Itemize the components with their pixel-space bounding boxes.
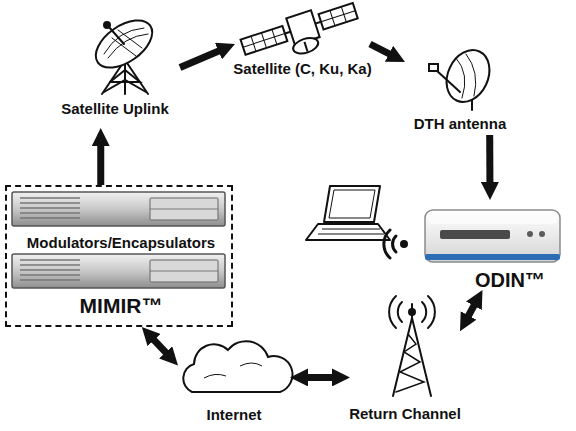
uplink-dish-drawing-part: [118, 30, 142, 48]
uplink-node: Satellite Uplink: [50, 18, 180, 128]
node-label: ODIN™: [475, 268, 545, 292]
satellite-drawing-part: [319, 3, 358, 29]
dth-antenna-node: DTH antenna: [405, 52, 515, 135]
flow-arrow: [97, 138, 104, 185]
odin-device-drawing-part: [428, 212, 557, 224]
cloud-drawing-part: [183, 341, 292, 392]
return-channel-node: Return Channel: [350, 300, 460, 425]
laptop-drawing: [306, 186, 390, 240]
flow-arrow: [149, 334, 172, 358]
label-holder: ODIN™: [435, 268, 576, 292]
odin-device-drawing-part: [539, 231, 545, 237]
server-drawing-part: [12, 192, 225, 226]
cloud-drawing: [183, 341, 292, 392]
dth-dish-drawing-part: [466, 54, 476, 96]
flow-arrow: [180, 48, 226, 68]
uplink-dish-drawing-part: [104, 28, 144, 54]
server-drawing-part: [12, 254, 225, 288]
uplink-dish-drawing-part: [125, 60, 148, 94]
wireless-symbol-part: [400, 240, 408, 248]
laptop-drawing-part: [324, 186, 380, 222]
tower-drawing-part: [396, 334, 424, 392]
node-label: Modulators/Encapsulators: [27, 234, 215, 252]
equipment-group: Modulators/EncapsulatorsMIMIR™: [5, 185, 233, 327]
tower-drawing-part: [393, 318, 412, 396]
tower-drawing-part: [412, 318, 431, 396]
dth-dish-drawing-part: [471, 100, 473, 110]
laptop-drawing-part: [318, 234, 384, 235]
node-label: Internet: [206, 406, 261, 424]
uplink-dish-drawing-part: [108, 26, 124, 44]
flow-arrow: [465, 299, 478, 323]
label-holder: Modulators/Encapsulators: [7, 234, 235, 252]
server-drawing-part: [150, 271, 218, 272]
uplink-dish-drawing-part: [87, 11, 160, 77]
flow-arrow: [486, 135, 493, 190]
dth-dish-drawing-part: [438, 43, 497, 109]
laptop-drawing-part: [329, 190, 375, 218]
satellite-drawing-part: [304, 42, 307, 52]
odin-device-drawing-part: [527, 231, 533, 237]
tower-drawing-part: [389, 296, 396, 328]
server-drawing-part: [150, 209, 218, 210]
server-drawing-part: [20, 198, 80, 218]
label-holder: MIMIR™: [7, 293, 235, 318]
server-drawing-part: [20, 260, 80, 280]
dth-dish-drawing-part: [429, 64, 438, 71]
label-holder: Internet: [178, 406, 290, 424]
tower-drawing-part: [409, 309, 415, 315]
flow-arrow: [370, 44, 396, 57]
node-label: DTH antenna: [414, 115, 507, 133]
odin-device-drawing: [425, 210, 560, 262]
tower-drawing-part: [398, 302, 402, 322]
odin-node: ODIN™: [415, 200, 565, 290]
odin-device-drawing-part: [440, 230, 510, 239]
server-drawing: [12, 254, 225, 288]
tower-drawing: [389, 296, 435, 396]
cloud-drawing-part: [204, 363, 262, 378]
satellite-node: Satellite (C, Ku, Ka): [235, 0, 370, 80]
server-drawing-part: [150, 198, 218, 220]
laptop-drawing-part: [306, 224, 390, 240]
satellite-drawing-part: [243, 34, 285, 48]
label-holder: Satellite (C, Ku, Ka): [235, 60, 370, 78]
label-holder: Return Channel: [350, 405, 460, 423]
uplink-dish-drawing-part: [104, 80, 146, 92]
internet-node: Internet: [178, 340, 290, 425]
uplink-dish-drawing-part: [104, 22, 110, 28]
wireless-symbol: [384, 230, 408, 258]
uplink-dish-drawing: [87, 11, 160, 94]
tower-drawing-part: [428, 296, 435, 328]
node-label: Satellite (C, Ku, Ka): [233, 60, 371, 78]
wireless-symbol-part: [384, 230, 390, 258]
satellite-drawing-part: [241, 26, 288, 55]
server-drawing-part: [150, 260, 218, 282]
label-holder: Satellite Uplink: [50, 100, 180, 118]
odin-device-drawing-part: [425, 254, 560, 260]
odin-device-drawing-part: [425, 210, 560, 262]
server-drawing: [12, 192, 225, 226]
label-holder: DTH antenna: [405, 115, 515, 133]
flow-arrow: [300, 374, 340, 381]
satellite-drawing-part: [291, 35, 320, 56]
dth-dish-drawing: [429, 43, 498, 110]
laptop-drawing-part: [322, 229, 380, 230]
node-label: Return Channel: [349, 405, 461, 423]
tower-drawing-part: [422, 302, 426, 322]
wireless-symbol-part: [393, 236, 396, 252]
node-label: Satellite Uplink: [61, 100, 169, 118]
dth-dish-drawing-part: [436, 70, 460, 92]
satellite-drawing-part: [321, 11, 355, 22]
node-label: MIMIR™: [80, 293, 163, 318]
